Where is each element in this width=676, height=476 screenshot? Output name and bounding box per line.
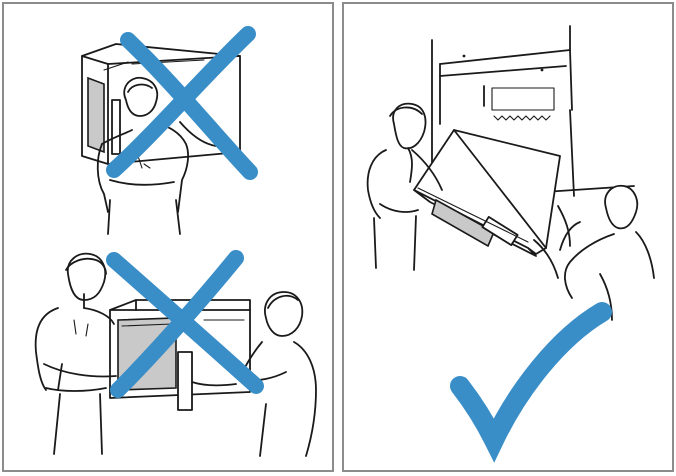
person-icon bbox=[36, 254, 116, 454]
checkmark-icon bbox=[460, 312, 602, 440]
two-person-handle-scene bbox=[36, 254, 316, 456]
correct-illustration bbox=[344, 4, 672, 470]
correct-panel bbox=[342, 2, 674, 472]
microwave-icon bbox=[414, 130, 560, 256]
incorrect-panel bbox=[2, 2, 334, 472]
incorrect-illustration bbox=[4, 4, 332, 470]
